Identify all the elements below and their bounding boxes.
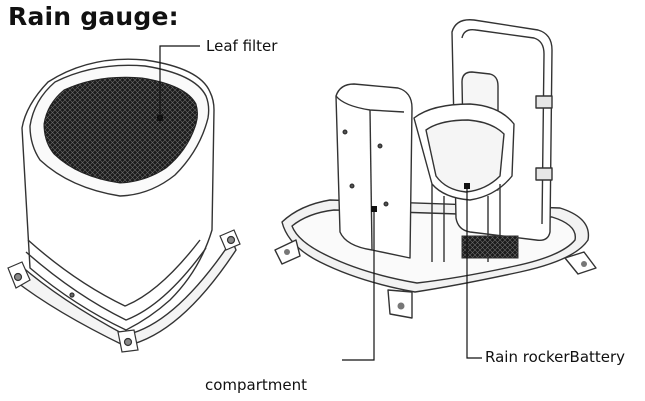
leaf-filter-mesh (43, 76, 198, 184)
compartment-leader (342, 212, 375, 361)
leaf-filter-leader (159, 45, 200, 118)
page-title: Rain gauge: (8, 2, 179, 31)
rocker-grill (461, 235, 519, 259)
compartment-label: compartment (205, 376, 308, 394)
rain-rocker-battery-label: Rain rockerBattery (485, 348, 626, 366)
electronics-box (335, 83, 413, 259)
rocker-funnel (413, 103, 515, 262)
callout-markers (371, 183, 470, 212)
funnel-feet (7, 229, 241, 353)
base-feet-holes (284, 249, 587, 310)
leaf-filter-label: Leaf filter (206, 37, 278, 55)
rocker-battery-leader (466, 189, 482, 359)
